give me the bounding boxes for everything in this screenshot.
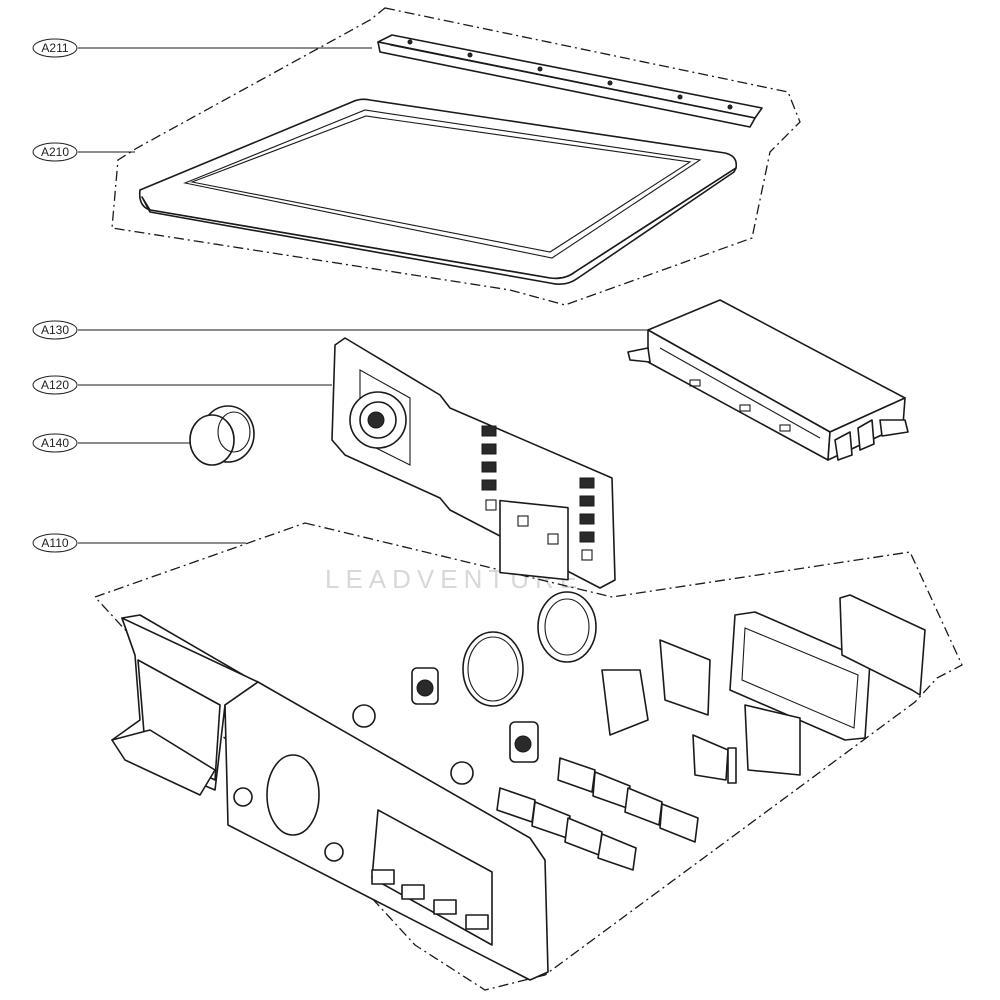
board-buttons-left xyxy=(481,425,497,491)
panel-buttons xyxy=(371,869,489,930)
callout-a110: A110 xyxy=(32,533,78,553)
part-a140-knob xyxy=(189,405,255,466)
button-caps-row-upper xyxy=(557,757,699,843)
callout-a120: A120 xyxy=(32,375,78,395)
part-a210-top-frame xyxy=(138,98,738,285)
part-a130-control-box xyxy=(627,299,909,461)
button-caps-row-lower xyxy=(496,787,637,871)
callout-a211: A211 xyxy=(32,38,78,58)
loose-parts-group xyxy=(352,591,926,871)
callout-a210: A210 xyxy=(32,142,78,162)
svg-text:A120: A120 xyxy=(41,378,69,392)
callout-a140: A140 xyxy=(32,433,78,453)
svg-text:A130: A130 xyxy=(41,323,69,337)
svg-text:A140: A140 xyxy=(41,436,69,450)
svg-text:A211: A211 xyxy=(41,41,68,55)
callout-a130: A130 xyxy=(32,320,78,340)
svg-text:A110: A110 xyxy=(41,536,68,550)
part-a110-front-panel xyxy=(111,614,549,981)
board-buttons-right xyxy=(579,477,595,543)
top-assembly-boundary xyxy=(111,7,801,306)
svg-text:A210: A210 xyxy=(41,145,69,159)
part-a211-bracket xyxy=(377,34,763,128)
part-a120-display-board xyxy=(331,337,616,589)
